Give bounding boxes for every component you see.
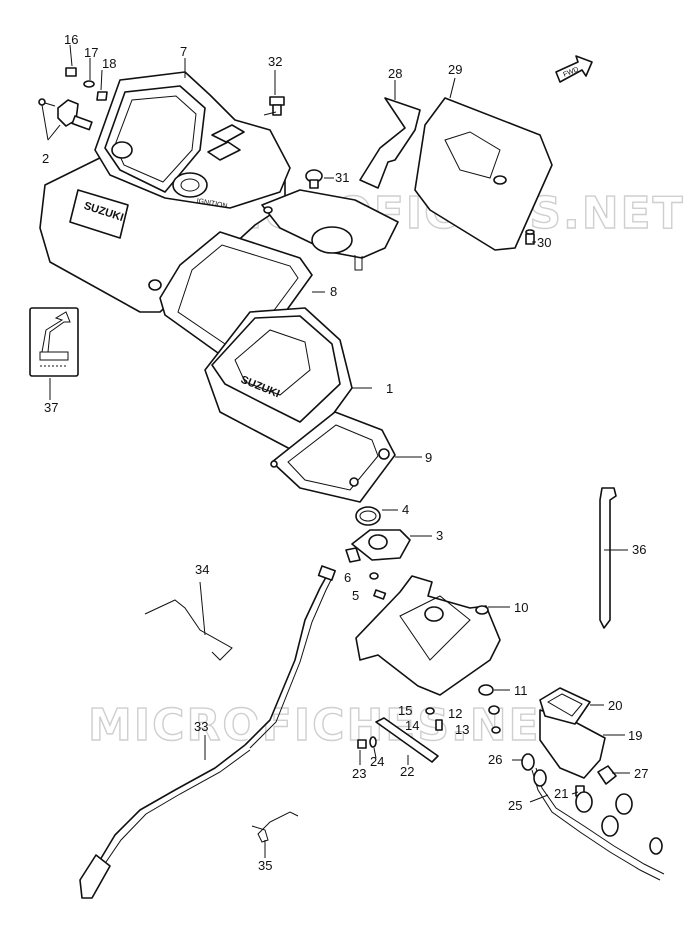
callout-26: 26 <box>488 752 502 767</box>
knob-part-2 <box>38 98 93 131</box>
callout-19: 19 <box>628 728 642 743</box>
wiring-harness-part-25 <box>531 767 665 881</box>
callout-25: 25 <box>508 798 522 813</box>
callout-12: 12 <box>448 706 462 721</box>
bolt-part-32 <box>269 96 285 116</box>
callout-4: 4 <box>402 502 409 517</box>
meter-case-part-1: SUZUKI <box>204 307 353 451</box>
callout-33: 33 <box>194 719 208 734</box>
callout-20: 20 <box>608 698 622 713</box>
grommet-part-11 <box>478 684 494 696</box>
callout-21: 21 <box>554 786 568 801</box>
callout-13: 13 <box>455 722 469 737</box>
watermark-bottom: MICROFICHES.NET <box>88 700 573 751</box>
callout-8: 8 <box>330 284 337 299</box>
callout-14: 14 <box>405 718 419 733</box>
callout-9: 9 <box>425 450 432 465</box>
housing-part-19 <box>539 709 606 779</box>
callout-11: 11 <box>514 683 528 698</box>
callout-24: 24 <box>370 754 384 769</box>
callout-28: 28 <box>388 66 402 81</box>
callout-18: 18 <box>102 56 116 71</box>
lower-frame-part-9 <box>270 411 396 503</box>
nut-part-13 <box>491 726 501 734</box>
cover-part-29 <box>414 97 553 251</box>
callout-1: 1 <box>386 381 393 396</box>
collar-part-12 <box>488 705 500 715</box>
washer-part-17 <box>83 80 95 88</box>
screw-part-16 <box>65 67 77 77</box>
bracket-part-10 <box>355 575 501 696</box>
callout-32: 32 <box>268 54 282 69</box>
callout-22: 22 <box>400 764 414 779</box>
clip-part-35 <box>251 811 299 843</box>
callout-6: 6 <box>344 570 351 585</box>
washer-part-24 <box>369 736 377 748</box>
callout-7: 7 <box>180 44 187 59</box>
meter-cover-part-7: IGNITION SUZUKI <box>39 71 291 313</box>
grommet-part-31 <box>305 169 323 189</box>
callout-16: 16 <box>64 32 78 47</box>
forward-arrow-icon: FWD <box>555 55 593 83</box>
callout-37: 37 <box>44 400 58 415</box>
cover-part-20 <box>539 687 591 725</box>
plate-part-22 <box>375 717 439 763</box>
bolt-part-5 <box>373 589 387 600</box>
callout-23: 23 <box>352 766 366 781</box>
callout-5: 5 <box>352 588 359 603</box>
callout-2: 2 <box>42 151 49 166</box>
callout-36: 36 <box>632 542 646 557</box>
callout-35: 35 <box>258 858 272 873</box>
callout-labels: 16 17 18 7 2 32 28 29 31 30 8 1 9 4 3 6 … <box>42 32 648 873</box>
callout-31: 31 <box>335 170 349 185</box>
callout-15: 15 <box>398 703 412 718</box>
label-part-37 <box>29 307 79 377</box>
clip-part-34 <box>144 599 233 661</box>
cable-tie-part-36 <box>599 487 617 629</box>
bulb-part-26 <box>521 753 535 771</box>
callout-10: 10 <box>514 600 528 615</box>
callout-27: 27 <box>634 766 648 781</box>
callout-34: 34 <box>195 562 209 577</box>
callout-3: 3 <box>436 528 443 543</box>
washer-part-6 <box>369 572 379 580</box>
screw-part-30 <box>525 229 535 245</box>
screw-part-23 <box>357 739 367 749</box>
callout-29: 29 <box>448 62 462 77</box>
gear-housing-part-3 <box>345 529 411 563</box>
leader-lines <box>41 44 630 858</box>
callout-30: 30 <box>537 235 551 250</box>
washer-part-15 <box>425 707 435 715</box>
bolt-part-14 <box>435 719 443 731</box>
o-ring-part-4 <box>355 506 381 526</box>
callout-17: 17 <box>84 45 98 60</box>
washer-part-18 <box>96 91 108 101</box>
speedometer-cable-part-33 <box>79 565 336 899</box>
bulb-part-27 <box>597 765 617 785</box>
bracket-part-28 <box>261 97 421 271</box>
